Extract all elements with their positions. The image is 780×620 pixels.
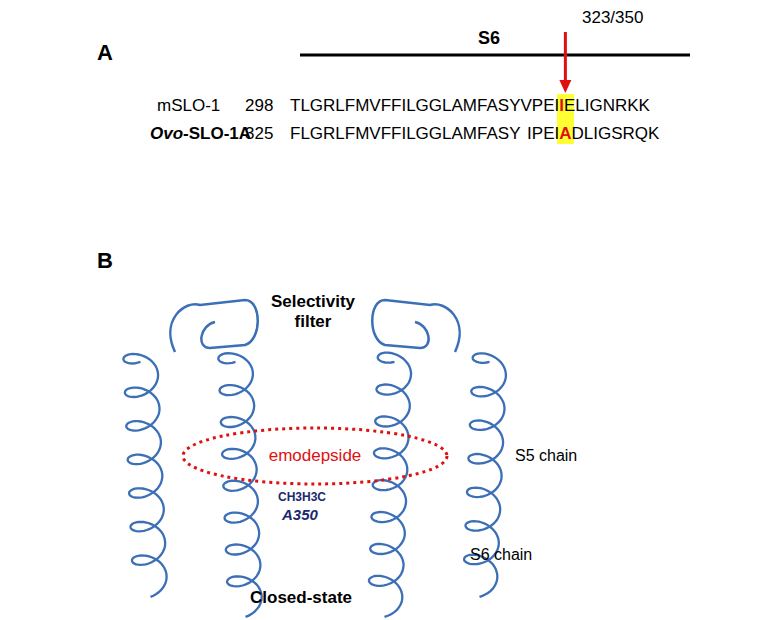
sequence: IPEI [527, 124, 559, 144]
panel-letter: A [97, 40, 113, 66]
panel-letter: B [97, 248, 113, 274]
sequence: DLIGSRQK [572, 124, 660, 144]
chemical-group: CH3H3C [278, 490, 326, 504]
state-label: Closed-state [250, 588, 352, 608]
helix-name: S6 chain [470, 545, 532, 564]
sequence: ELIGNRKK [564, 96, 650, 116]
arrow-head [559, 80, 571, 93]
ligand-label: emodepside [266, 446, 365, 466]
species-name: Ovo [150, 124, 183, 144]
start-number: 298 [245, 96, 273, 116]
residue-label: A350 [282, 506, 318, 524]
s6-helix-right [369, 353, 411, 617]
residue: A [559, 124, 571, 144]
position-arrow [564, 32, 567, 82]
segment-name: S6 [478, 28, 500, 50]
filter-loop-right [372, 300, 459, 352]
s6-helix-left [218, 353, 261, 617]
s6-bar [300, 54, 690, 57]
filter-loop-left [170, 300, 257, 352]
residue-number: 323/350 [582, 8, 643, 28]
start-number: 325 [245, 124, 273, 144]
s5-helix-left [123, 354, 166, 597]
residue: I [559, 96, 564, 116]
sequence: TLGRLFMVFFILGGLAMFASYVPEI [290, 96, 559, 116]
binding-site-ellipse: emodepside [180, 425, 450, 487]
species-name: mSLO-1 [157, 96, 220, 116]
helix-name: S5 chain [515, 446, 577, 465]
region-name: Selectivity filter [265, 292, 361, 333]
species-name: -SLO-1A [183, 124, 251, 144]
sequence: FLGRLFMVFFILGGLAMFASY [290, 124, 521, 144]
